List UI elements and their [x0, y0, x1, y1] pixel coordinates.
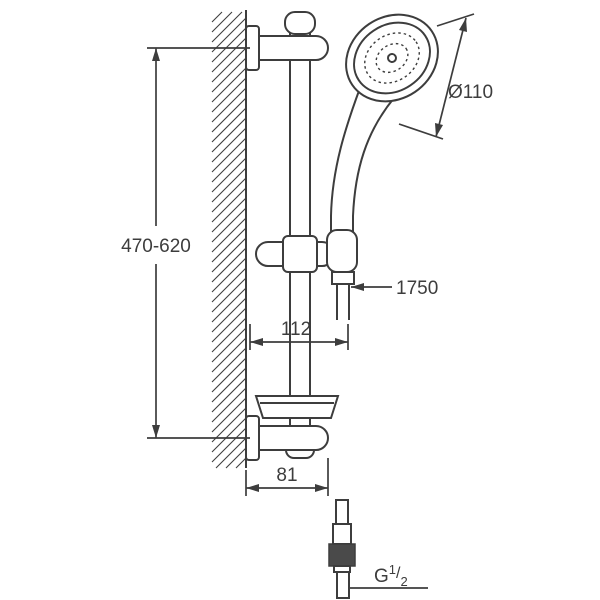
shower-hose — [331, 271, 355, 320]
dim-ext-head-top — [436, 13, 475, 27]
spray-face-center — [387, 53, 397, 63]
top-bracket — [258, 35, 330, 61]
dim-hose-length: 1750 — [351, 278, 438, 299]
shower-head-rim — [353, 21, 431, 95]
dim-wall-to-hose: 112 — [249, 319, 349, 350]
dim-line-diameter — [435, 17, 467, 138]
dim-arrow-81-left — [246, 484, 259, 492]
rail-top-cap — [284, 11, 316, 35]
hose-end-detail: G1/2 — [328, 499, 428, 599]
dim-rail-height-label: 470-620 — [121, 236, 191, 257]
soap-dish-tray — [254, 395, 340, 419]
dim-head-diameter: Ø110 — [398, 13, 493, 140]
hose-end-tube-bottom — [336, 571, 350, 599]
dim-wall-to-rail-end: 81 — [245, 458, 329, 496]
dim-arrow-up — [152, 48, 160, 61]
glide-holder — [255, 235, 335, 273]
holder-socket — [326, 229, 358, 273]
wall-hatch — [211, 11, 247, 469]
dim-rail-height: 470-620 — [121, 47, 250, 439]
hand-shower-handle — [330, 86, 396, 233]
wall — [211, 10, 247, 469]
thread-denominator: 2 — [400, 574, 407, 589]
dim-wall-to-rail-end-label: 81 — [276, 465, 297, 486]
dim-arrow-112-right — [335, 338, 348, 346]
hose-knurled-nut — [328, 543, 356, 567]
dim-arrow-81-right — [315, 484, 328, 492]
dim-arrow-diameter-bottom — [435, 123, 443, 137]
hose-end-tube-top — [335, 499, 349, 525]
soap-dish — [254, 395, 340, 419]
hand-shower — [326, 13, 439, 273]
bottom-bracket — [258, 425, 330, 451]
dim-wall-to-hose-label: 112 — [281, 319, 311, 340]
thread-numerator: 1 — [389, 562, 396, 577]
spray-face-inner-ring — [375, 42, 409, 74]
dim-arrow-down — [152, 425, 160, 438]
thread-size-label: G1/2 — [374, 562, 408, 589]
thread-slash: / — [396, 565, 401, 582]
hose-end-cone — [332, 523, 352, 545]
hose-connector-nut — [331, 271, 355, 285]
shower-head — [345, 13, 439, 103]
dim-head-diameter-label: Ø110 — [448, 82, 493, 103]
dim-arrow-diameter-top — [459, 18, 467, 32]
holder-sleeve — [282, 235, 318, 273]
dim-arrow-112-left — [250, 338, 263, 346]
thread-letter: G — [374, 566, 389, 587]
dim-hose-length-label: 1750 — [396, 278, 438, 299]
